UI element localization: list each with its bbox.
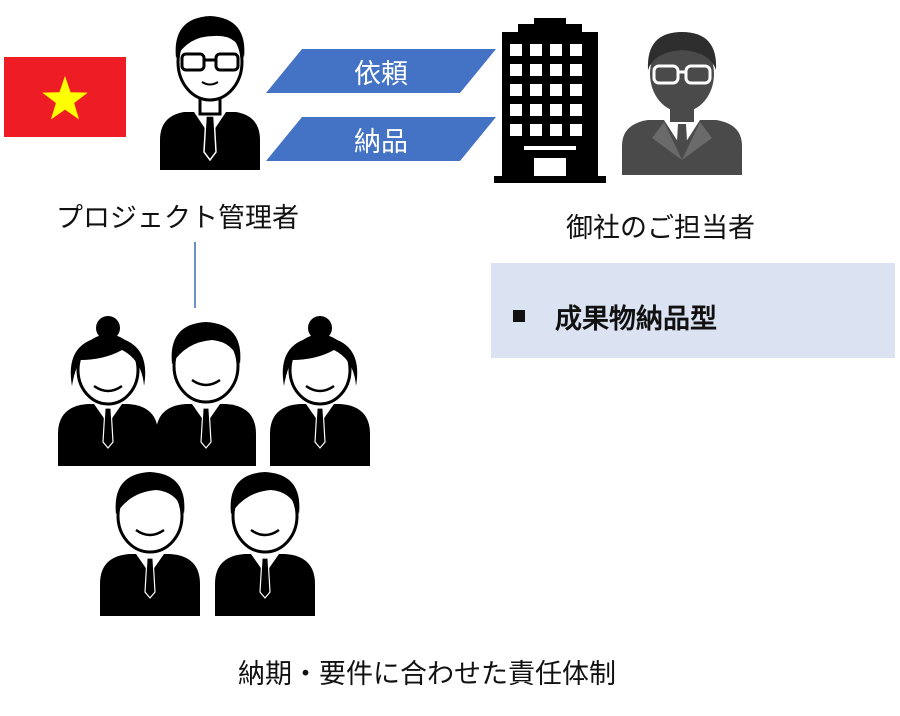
delivery-model-box (491, 263, 895, 358)
male-staff-icon (154, 320, 258, 468)
male-staff-icon (98, 470, 202, 618)
star-icon (42, 76, 88, 120)
client-contact-label: 御社のご担当者 (566, 213, 755, 244)
team-group (56, 314, 372, 618)
client-person-icon (622, 32, 742, 175)
vietnam-flag (4, 57, 126, 137)
office-building-icon (494, 18, 606, 183)
connector-line (194, 242, 196, 308)
bullet-icon (513, 310, 525, 322)
team-caption: 納期・要件に合わせた責任体制 (238, 659, 616, 690)
female-staff-icon (56, 314, 160, 468)
delivery-arrow: 納品 (266, 117, 496, 161)
delivery-label: 納品 (354, 126, 408, 158)
manager-person-icon (160, 16, 260, 170)
request-label: 依頼 (354, 58, 408, 90)
female-staff-icon (268, 314, 372, 468)
male-staff-icon (213, 470, 317, 618)
request-arrow: 依頼 (266, 49, 496, 93)
delivery-model-label: 成果物納品型 (555, 304, 717, 335)
project-manager-label: プロジェクト管理者 (56, 203, 299, 234)
